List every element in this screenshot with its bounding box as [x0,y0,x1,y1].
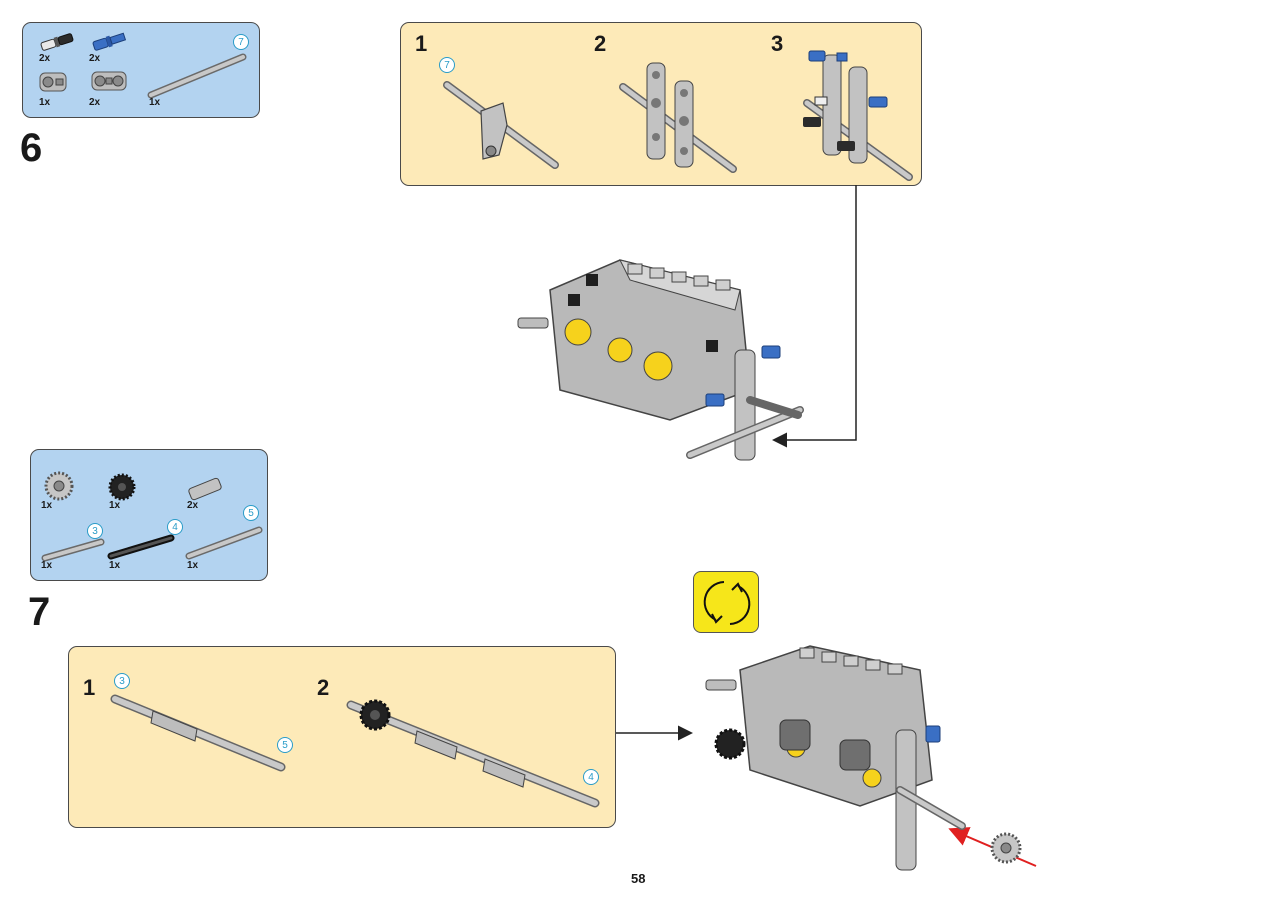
cross-block-icon [39,72,67,92]
axle-5-icon [185,526,263,560]
axle-5-badge: 5 [243,505,259,521]
step7-substep-2-badge: 4 [583,769,599,785]
substep-1-number: 1 [415,31,428,56]
page-number: 58 [631,871,646,886]
substep-3-number: 3 [771,31,784,56]
axle-connector-icon [188,477,222,501]
rotate-model-icon [693,571,759,633]
step7-substep-2-illustration [346,699,600,808]
qty-axle-pin: 2x [89,53,101,64]
step7-number: 7 [28,590,51,634]
substep-1-illustration [443,81,559,169]
qty-axle-7: 1x [149,97,161,108]
step7-substep-1-number: 1 [83,675,96,700]
qty-axle-4: 1x [109,560,121,571]
qty-gear-16: 1x [41,500,53,511]
gear-12-black-icon [108,473,136,501]
axle-7-icon [147,53,247,99]
step7-substep-1-badge-a: 3 [114,673,130,689]
substep-3-illustration [803,50,913,181]
qty-axle-5: 1x [187,560,199,571]
qty-double-cross-block: 2x [89,97,101,108]
rotate-arrows-icon [703,581,751,625]
engine-assembly-step7 [705,645,1022,871]
qty-friction-pin: 2x [39,53,51,64]
qty-gear-12: 1x [109,500,121,511]
engine-assembly-step6 [517,259,804,461]
step7-subassembly: 1 3 5 2 4 [68,646,616,828]
qty-cross-block: 1x [39,97,51,108]
axle-4-black-icon [107,534,175,560]
gear-16-grey-icon [44,471,74,501]
qty-axle-3: 1x [41,560,53,571]
step6-number: 6 [20,126,43,170]
double-cross-block-icon [91,71,127,91]
axle-3-badge: 3 [87,523,103,539]
axle-pin-blue-icon [92,32,127,51]
step7-substep-1-illustration [110,694,286,772]
step7-parts-list: 1x 1x 2x 3 1x 4 1x 5 1x [30,449,268,581]
step6-subassembly: 1 7 2 3 [400,22,922,186]
substep-1-axle-badge: 7 [439,57,455,73]
axle-4-badge: 4 [167,519,183,535]
axle-length-badge: 7 [233,34,249,50]
step7-substep-1-badge-b: 5 [277,737,293,753]
friction-pin-black-icon [40,33,74,51]
qty-axle-connector: 2x [187,500,199,511]
step6-parts-list: 2x 2x 1x 2x 1x 7 [22,22,260,118]
axle-3-icon [41,538,105,562]
step7-substep-2-number: 2 [317,675,330,700]
substep-2-number: 2 [594,31,607,56]
substep-2-illustration [619,62,737,173]
